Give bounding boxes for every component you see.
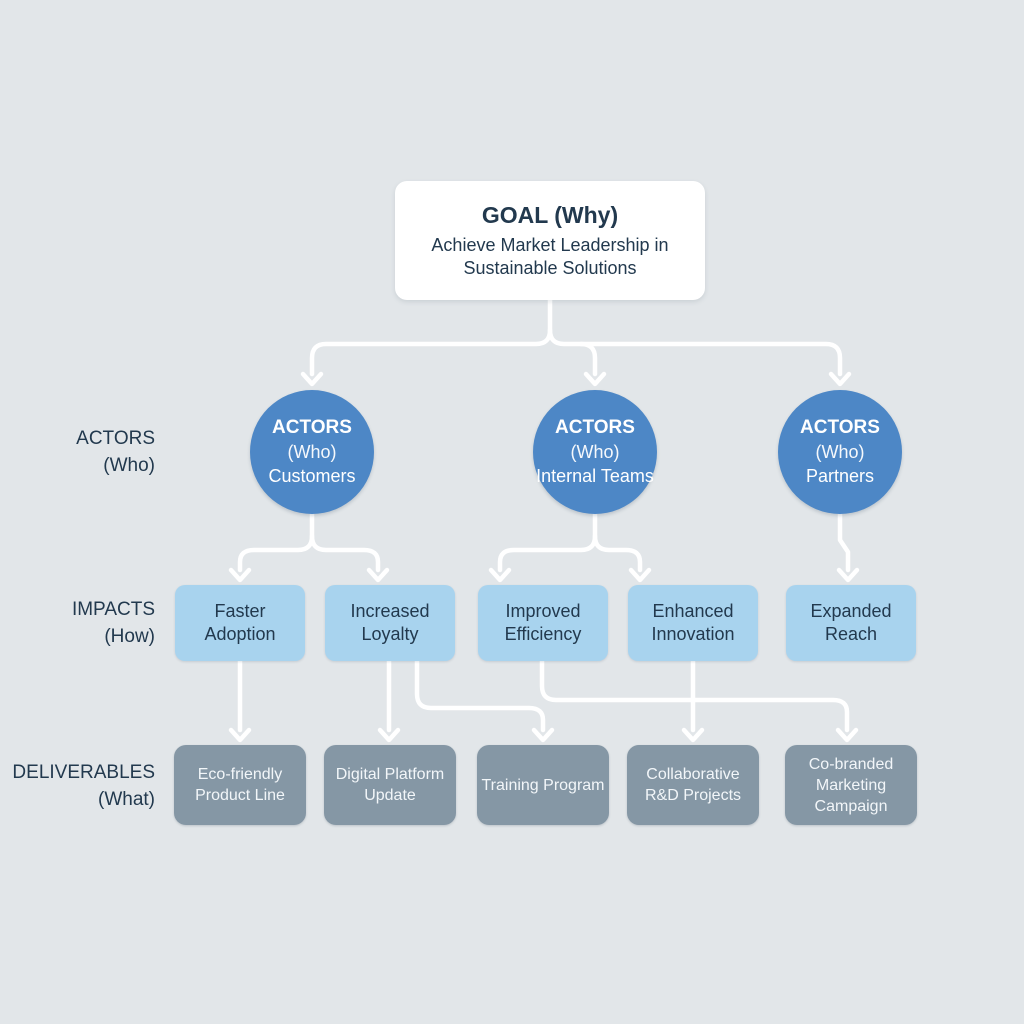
impact-node-faster-adoption: Faster Adoption [175, 585, 305, 661]
actor-node-partners: ACTORS (Who) Partners [778, 390, 902, 514]
actor-name: Partners [805, 466, 875, 486]
actor-heading: ACTORS [800, 417, 880, 438]
deliverable-label: Eco-friendly Product Line [195, 766, 285, 804]
connector-goal-customers [309, 297, 553, 377]
goal-subtitle-line1: Achieve Market Leadership in [431, 234, 669, 255]
connector-increased-loyalty-training-program [414, 658, 546, 733]
row-label-actors-title: ACTORS [76, 428, 155, 449]
actor-qualifier: (Who) [287, 442, 337, 462]
row-label-deliverables: DELIVERABLES (What) [0, 759, 155, 813]
arrow-down-icon [628, 567, 652, 583]
impact-label: Expanded Reach [810, 601, 892, 644]
row-label-impacts-sub: (How) [104, 626, 155, 647]
actor-heading: ACTORS [272, 417, 352, 438]
actor-qualifier: (Who) [570, 442, 620, 462]
impact-label: Enhanced Innovation [651, 601, 735, 644]
impact-node-improved-efficiency: Improved Efficiency [478, 585, 608, 661]
arrow-down-icon [300, 371, 324, 387]
row-label-actors-sub: (Who) [103, 455, 155, 476]
arrow-down-icon [828, 371, 852, 387]
goal-subtitle-line2: Sustainable Solutions [463, 257, 637, 278]
deliverable-label: Co-branded Marketing Campaign [808, 755, 894, 815]
connector-partners-expanded-reach [837, 511, 851, 573]
impact-label: Faster Adoption [204, 601, 276, 644]
impact-label: Increased Loyalty [350, 601, 430, 644]
deliverable-label: Digital Platform Update [335, 766, 445, 804]
connector-internal-teams-enhanced-innovation [592, 533, 643, 573]
arrow-down-icon [836, 567, 860, 583]
arrow-down-icon [681, 727, 705, 743]
deliverable-node-eco-friendly-product-line: Eco-friendly Product Line [174, 745, 306, 825]
connector-customers-faster-adoption [237, 511, 315, 573]
arrow-down-icon [228, 727, 252, 743]
actor-name: Internal Teams [536, 466, 654, 486]
deliverable-label: Collaborative R&D Projects [644, 766, 742, 804]
deliverable-label: Training Program [481, 776, 605, 794]
impact-node-increased-loyalty: Increased Loyalty [325, 585, 455, 661]
arrow-down-icon [366, 567, 390, 583]
row-label-actors: ACTORS (Who) [0, 425, 155, 479]
goal-title: GOAL (Why) [481, 201, 619, 228]
connector-internal-teams-improved-efficiency [497, 511, 598, 573]
arrow-down-icon [835, 727, 859, 743]
arrow-down-icon [488, 567, 512, 583]
connector-goal-internal-teams [578, 341, 598, 377]
arrow-down-icon [531, 727, 555, 743]
actor-qualifier: (Who) [815, 442, 865, 462]
arrow-down-icon [228, 567, 252, 583]
actor-node-customers: ACTORS (Who) Customers [250, 390, 374, 514]
impact-node-expanded-reach: Expanded Reach [786, 585, 916, 661]
actor-heading: ACTORS [555, 417, 635, 438]
row-label-deliverables-title: DELIVERABLES [12, 762, 155, 783]
actor-name: Customers [268, 466, 356, 486]
actor-node-internal-teams: ACTORS (Who) Internal Teams [533, 390, 657, 514]
goal-node: GOAL (Why) Achieve Market Leadership in … [395, 181, 705, 300]
row-label-impacts: IMPACTS (How) [0, 596, 155, 650]
row-label-impacts-title: IMPACTS [71, 599, 155, 620]
deliverable-node-training-program: Training Program [477, 745, 609, 825]
impact-label: Improved Efficiency [504, 601, 582, 644]
connector-customers-increased-loyalty [309, 533, 381, 573]
arrow-down-icon [377, 727, 401, 743]
deliverable-node-collaborative-rd-projects: Collaborative R&D Projects [627, 745, 759, 825]
arrow-down-icon [583, 371, 607, 387]
row-label-deliverables-sub: (What) [98, 789, 155, 810]
connector-goal-partners [547, 327, 843, 377]
impact-node-enhanced-innovation: Enhanced Innovation [628, 585, 758, 661]
deliverable-node-digital-platform-update: Digital Platform Update [324, 745, 456, 825]
deliverable-node-co-branded-marketing-campaign: Co-branded Marketing Campaign [785, 745, 917, 825]
